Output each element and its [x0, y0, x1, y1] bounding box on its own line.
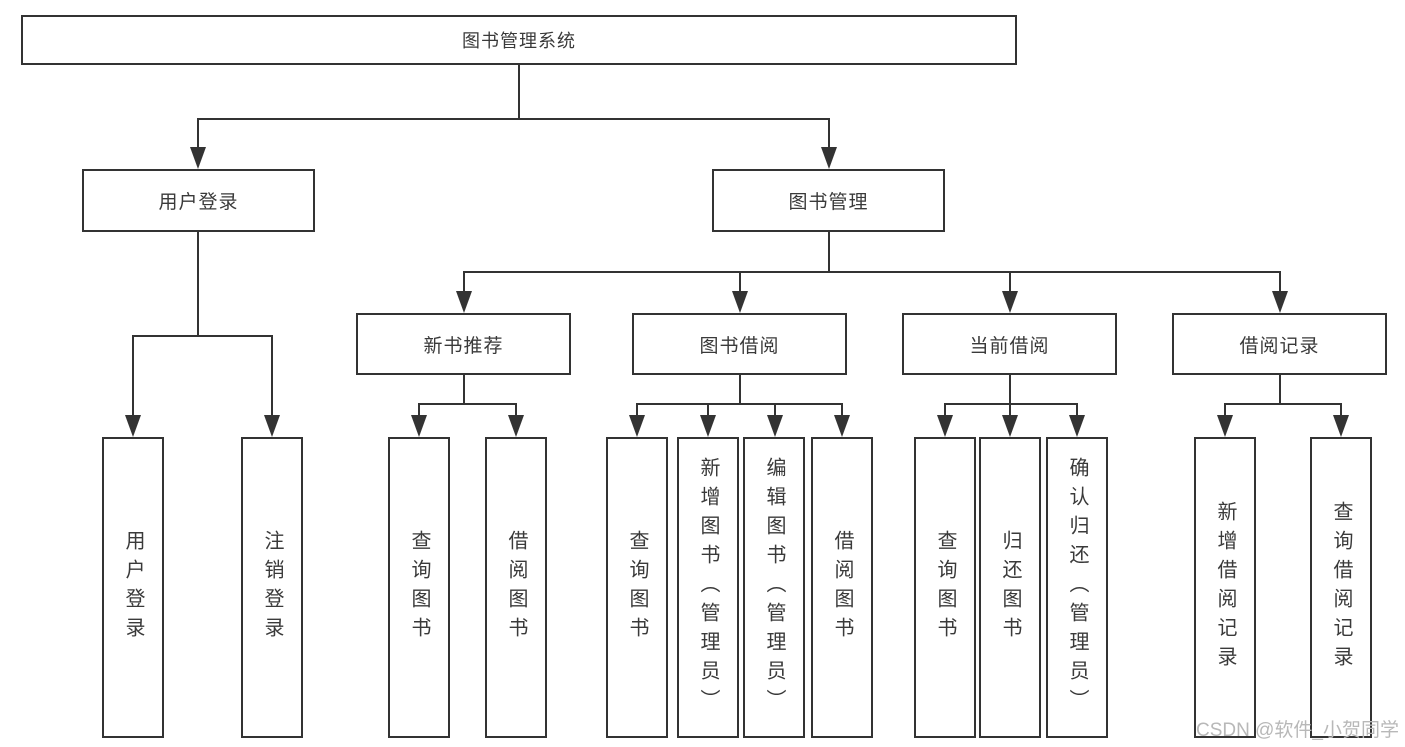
node-label: 当前借阅: [969, 335, 1050, 357]
node-leaf-logout: 注销登录: [241, 437, 303, 738]
node-label: 用户登录: [158, 192, 239, 213]
node-leaf-borrow-books: 借阅图书: [811, 437, 873, 738]
node-leaf-add-books-admin: 新增图书（管理员）: [677, 437, 739, 738]
node-label: 归还图书: [999, 529, 1021, 646]
node-leaf-query-books-recommend: 查询图书: [388, 437, 450, 738]
node-label: 借阅图书: [831, 529, 853, 646]
node-leaf-borrow-books-recommend: 借阅图书: [485, 437, 547, 738]
node-leaf-query-books-current: 查询图书: [914, 437, 976, 738]
node-user-login-branch: 用户登录: [82, 169, 315, 232]
node-current-borrowing: 当前借阅: [902, 313, 1117, 375]
node-label: 查询图书: [626, 529, 648, 646]
node-label: 借阅图书: [505, 529, 527, 646]
node-label: 确认归还（管理员）: [1066, 457, 1088, 718]
node-label: 编辑图书（管理员）: [763, 457, 785, 718]
node-label: 新增图书（管理员）: [697, 457, 719, 718]
node-label: 图书管理: [788, 192, 869, 213]
node-leaf-query-borrow-record: 查询借阅记录: [1310, 437, 1372, 738]
node-leaf-return-books: 归还图书: [979, 437, 1041, 738]
node-new-book-recommendation: 新书推荐: [356, 313, 571, 375]
csdn-watermark: CSDN @软件_小贺同学: [1196, 720, 1399, 741]
node-label: 图书借阅: [699, 335, 780, 357]
node-leaf-edit-books-admin: 编辑图书（管理员）: [743, 437, 805, 738]
node-leaf-add-borrow-record: 新增借阅记录: [1194, 437, 1256, 738]
node-library-management-system: 图书管理系统: [21, 15, 1017, 65]
node-label: 新书推荐: [423, 335, 504, 357]
node-book-borrowing: 图书借阅: [632, 313, 847, 375]
node-label: 用户登录: [122, 529, 144, 646]
node-label: 查询借阅记录: [1330, 500, 1352, 675]
node-label: 图书管理系统: [462, 31, 576, 51]
node-leaf-user-login: 用户登录: [102, 437, 164, 738]
node-leaf-query-books-borrowing: 查询图书: [606, 437, 668, 738]
node-leaf-confirm-return-admin: 确认归还（管理员）: [1046, 437, 1108, 738]
node-book-management-branch: 图书管理: [712, 169, 945, 232]
node-label: 查询图书: [934, 529, 956, 646]
node-label: 注销登录: [261, 529, 283, 646]
node-label: 新增借阅记录: [1214, 500, 1236, 675]
node-label: 查询图书: [408, 529, 430, 646]
node-borrowing-records: 借阅记录: [1172, 313, 1387, 375]
node-label: 借阅记录: [1239, 335, 1320, 357]
